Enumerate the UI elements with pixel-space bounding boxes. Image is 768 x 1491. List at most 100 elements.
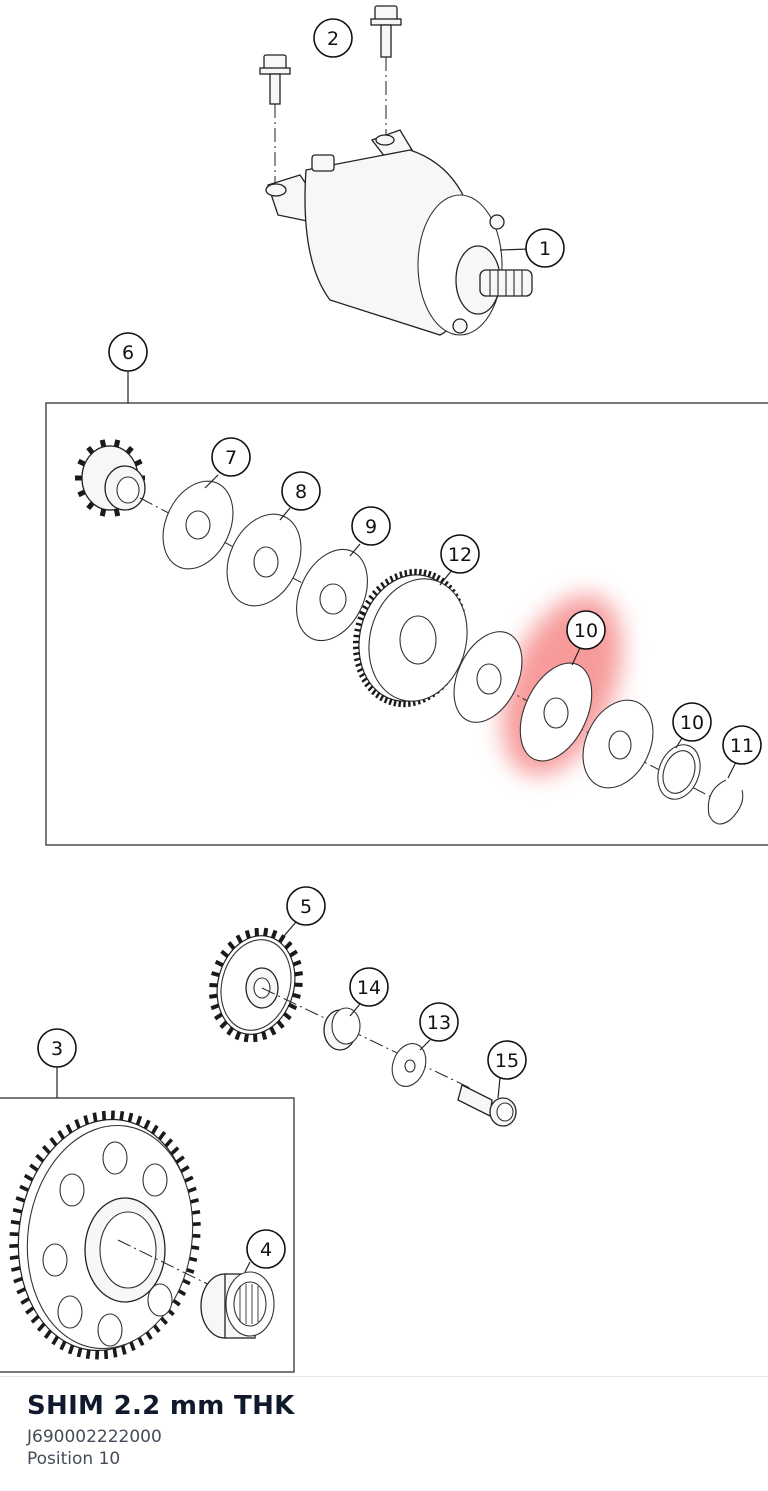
svg-text:3: 3 [51, 1038, 63, 1060]
gear-tooth [353, 651, 360, 656]
gear-tooth [113, 508, 121, 517]
gear-tooth [13, 1276, 23, 1284]
gear-tooth [235, 934, 243, 944]
callout-3[interactable]: 3 [37, 1028, 77, 1068]
svg-text:11: 11 [730, 735, 754, 757]
callout-13[interactable]: 13 [419, 1002, 459, 1042]
gear-tooth [16, 1287, 27, 1295]
gear-tooth [12, 1207, 23, 1214]
svg-text:8: 8 [295, 481, 307, 503]
pinion-gear[interactable] [75, 439, 146, 517]
washer-8[interactable] [213, 502, 315, 618]
bolt-14[interactable] [457, 1084, 517, 1127]
callout-7[interactable]: 7 [211, 437, 251, 477]
gear-tooth [234, 1031, 242, 1041]
gear-tooth [356, 667, 364, 673]
gear-tooth [352, 646, 360, 650]
callout-9[interactable]: 9 [351, 506, 391, 546]
assembly-frame-6 [45, 402, 768, 846]
callout-12[interactable]: 12 [440, 534, 480, 574]
gear-tooth [19, 1184, 29, 1192]
gear-tooth [208, 993, 218, 999]
gear-tooth [92, 1112, 98, 1122]
gear-tooth [180, 1165, 190, 1173]
callout-11[interactable]: 11 [722, 725, 762, 765]
gear-tooth [29, 1163, 39, 1172]
gear-tooth [59, 1340, 67, 1351]
gear-tooth [65, 1123, 73, 1134]
gear-tooth [103, 1349, 109, 1360]
gear-tooth [383, 697, 389, 704]
gear-tooth [357, 616, 364, 621]
gear-tooth [354, 628, 361, 632]
gear-5[interactable] [206, 927, 305, 1043]
gear-tooth [187, 1186, 197, 1194]
svg-text:4: 4 [260, 1239, 272, 1261]
gear-tooth [361, 677, 368, 683]
part-position: Position 10 [27, 1449, 121, 1469]
callout-10[interactable]: 10 [672, 702, 712, 742]
part-info-panel: SHIM 2.2 mm THK J690002222000 Position 1… [0, 1376, 768, 1491]
gear-tooth [368, 594, 375, 601]
gear-train-parts [75, 439, 744, 825]
bushing-15[interactable] [323, 1007, 361, 1051]
gear-tooth [367, 685, 374, 692]
bolt-left[interactable] [259, 54, 291, 185]
gear-tooth [292, 992, 301, 999]
gear-tooth [227, 941, 236, 950]
washer-7[interactable] [150, 470, 247, 580]
starter-idler-gear-12[interactable] [345, 563, 480, 713]
callout-15[interactable]: 15 [487, 1040, 527, 1080]
gear-tooth [427, 570, 432, 578]
circlip-11[interactable] [707, 779, 744, 825]
gear-tooth [292, 959, 302, 967]
gear-tooth [41, 1145, 51, 1155]
gear-tooth [74, 1118, 81, 1129]
gear-tooth [418, 568, 422, 576]
gear-tooth [137, 1336, 145, 1347]
gear-tooth [284, 941, 293, 950]
gear-tooth [399, 571, 403, 578]
gear-tooth [365, 599, 372, 606]
callout-8[interactable]: 8 [281, 471, 321, 511]
gear-tooth [211, 971, 220, 978]
washer-9[interactable] [283, 538, 382, 652]
gear-tooth [380, 581, 386, 589]
gear-tooth [379, 694, 385, 702]
gear-tooth [9, 1243, 19, 1248]
shim-10-small[interactable] [651, 739, 708, 805]
callout-14[interactable]: 14 [349, 967, 389, 1007]
gear-tooth [277, 934, 286, 944]
svg-text:6: 6 [122, 342, 134, 364]
needle-bearing-4[interactable] [200, 1271, 275, 1339]
gear-tooth [355, 622, 363, 627]
callout-5[interactable]: 5 [286, 886, 326, 926]
callout-4[interactable]: 4 [246, 1229, 286, 1269]
gear-tooth [76, 1347, 83, 1358]
gear-tooth [85, 1349, 91, 1360]
washer-13[interactable] [386, 1039, 431, 1091]
callout-2[interactable]: 2 [313, 18, 353, 58]
gear-tooth [83, 1115, 90, 1125]
gear-tooth [77, 489, 86, 498]
callout-1[interactable]: 1 [525, 228, 565, 268]
gear-tooth [371, 689, 377, 696]
callout-10[interactable]: 10 [566, 610, 606, 650]
callout-6[interactable]: 6 [108, 332, 148, 372]
starter-motor[interactable] [265, 129, 533, 336]
gear-tooth [119, 1110, 125, 1121]
starter-gear-3[interactable] [4, 1108, 207, 1362]
washer-12b[interactable] [441, 621, 536, 733]
svg-text:2: 2 [327, 28, 339, 50]
shim-10[interactable] [506, 652, 606, 772]
gear-tooth [362, 605, 369, 611]
bolt-right[interactable] [370, 5, 402, 138]
gear-tooth [276, 1020, 285, 1029]
washer-large[interactable] [570, 689, 667, 799]
gear-tooth [388, 698, 393, 706]
gear-tooth [226, 1026, 235, 1036]
gear-tooth [36, 1322, 46, 1332]
gear-5-assembly [206, 927, 517, 1127]
